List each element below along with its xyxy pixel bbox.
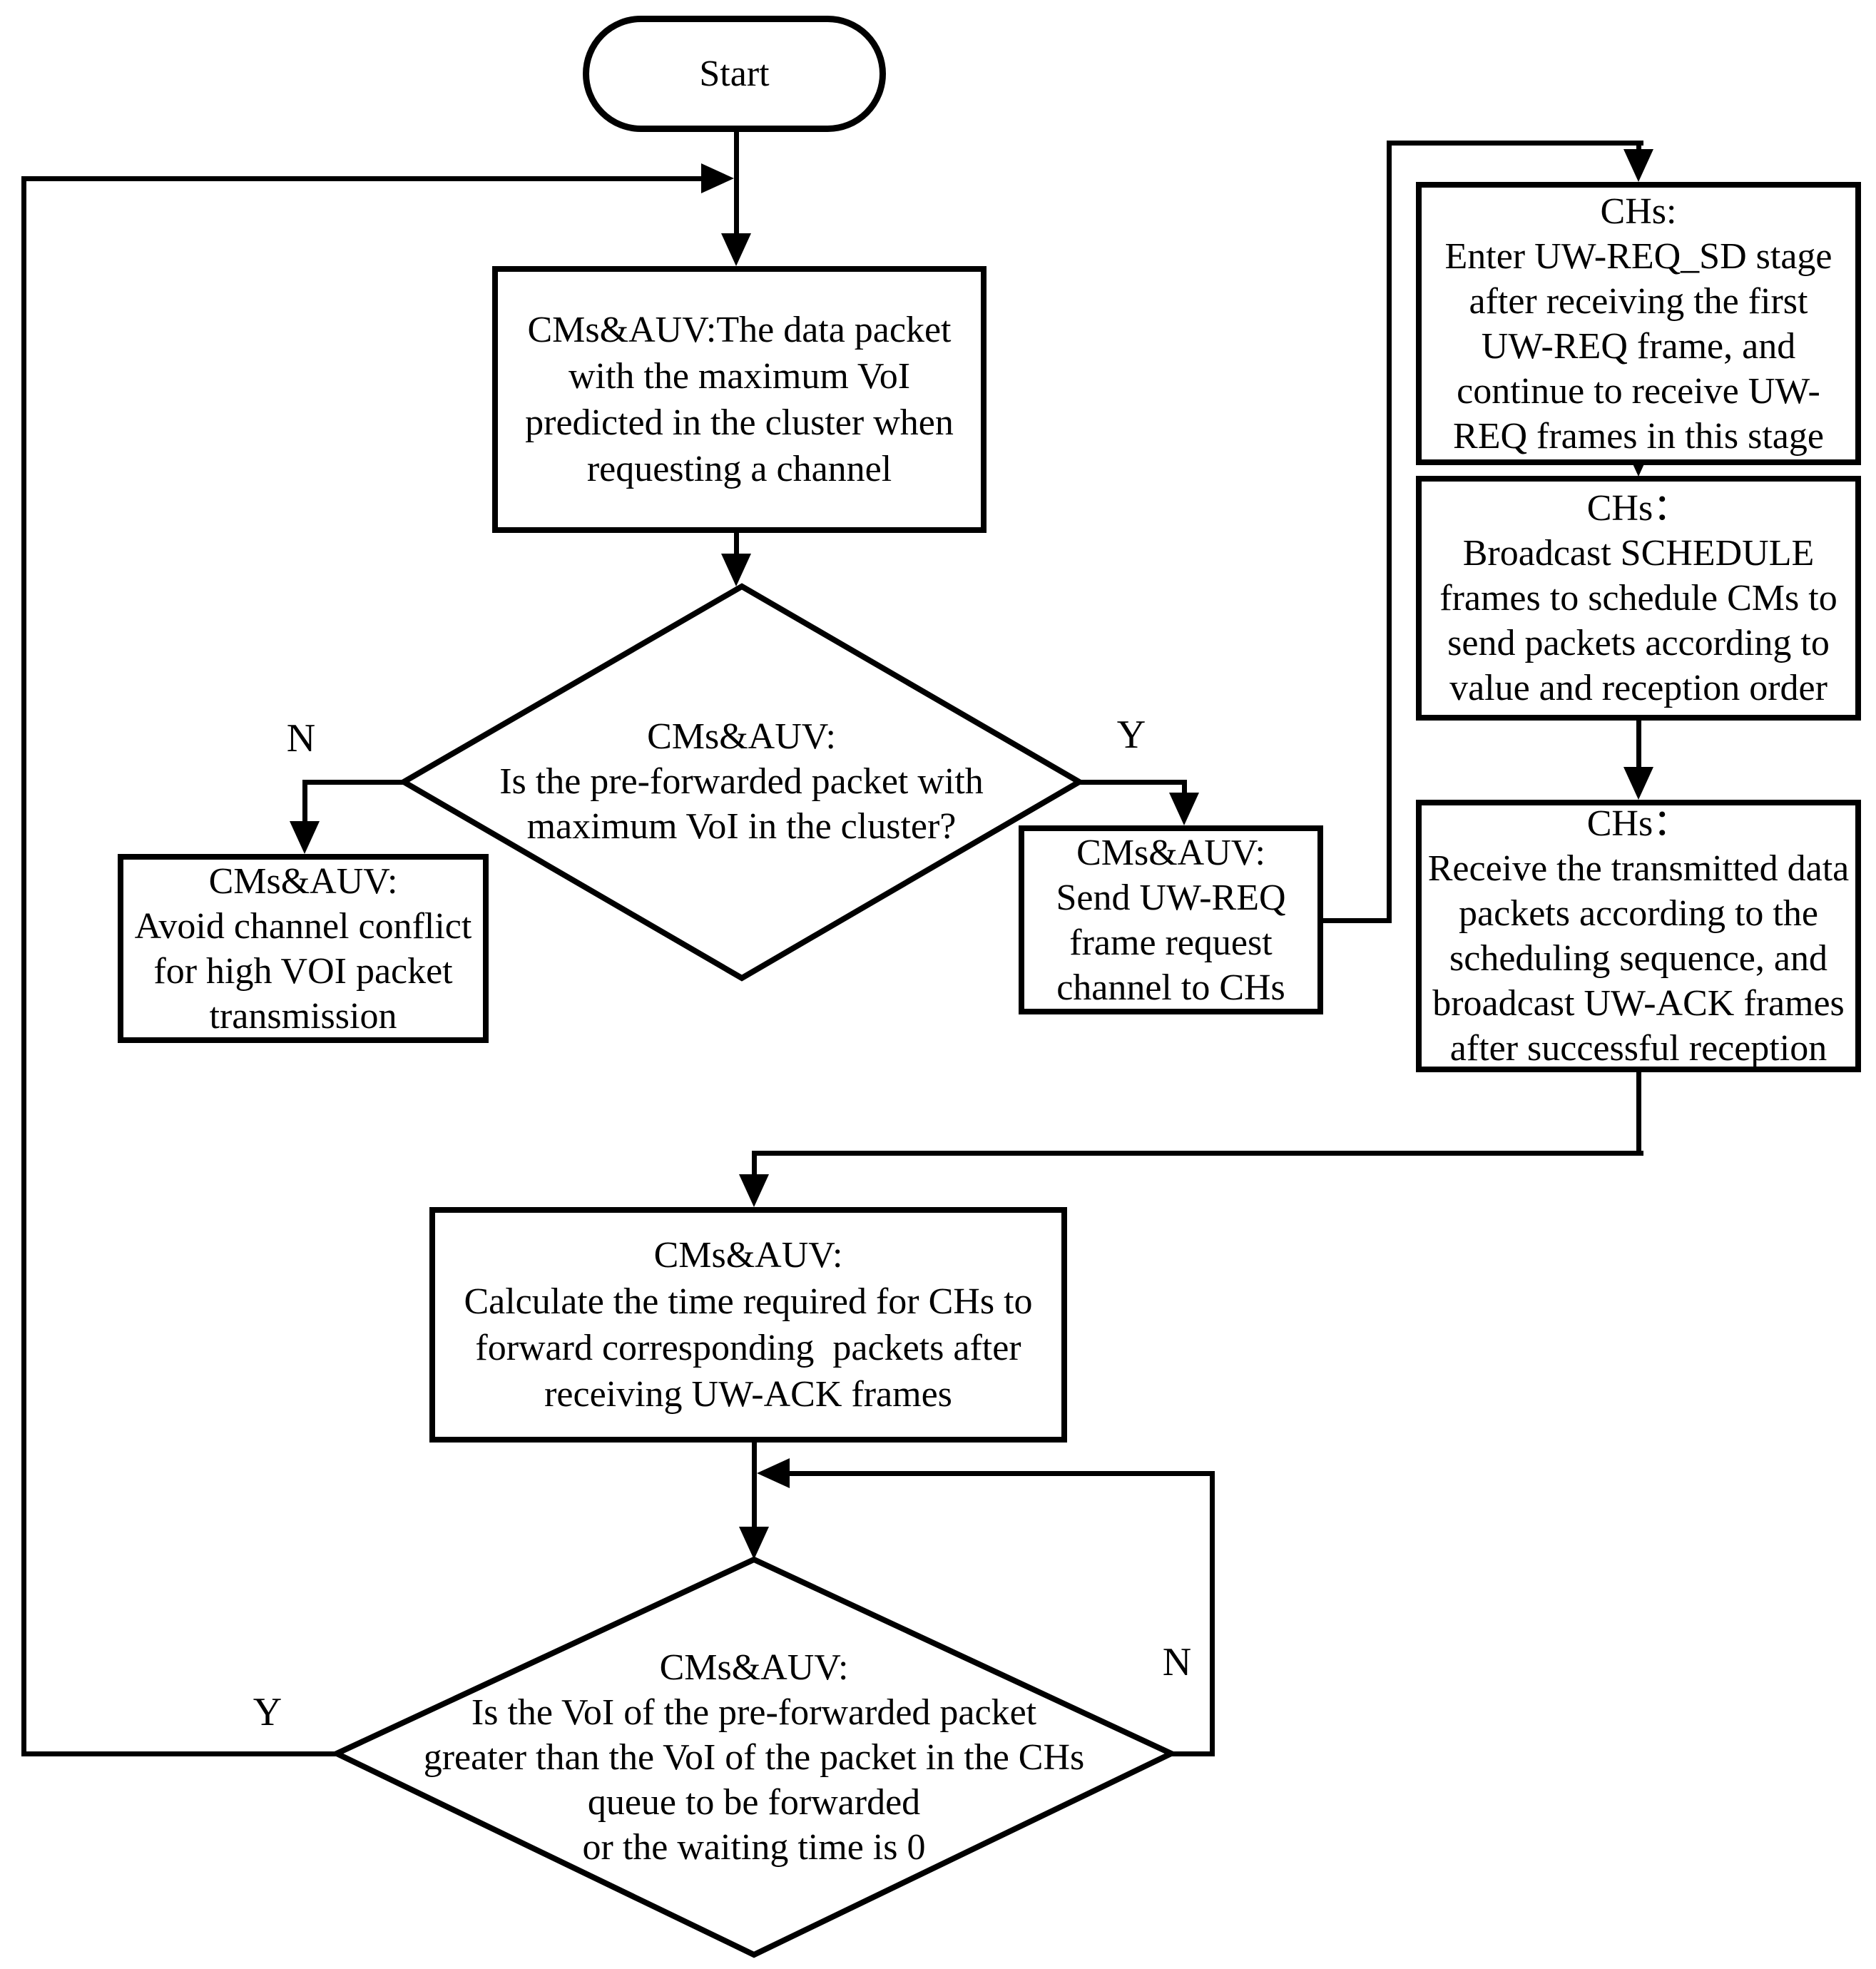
- process-chs-enter-stage: CHs: Enter UW-REQ_SD stage after receivi…: [1416, 182, 1861, 465]
- process-calculate-time: CMs&AUV: Calculate the time required for…: [429, 1207, 1067, 1443]
- process-chs-enter-line: continue to receive UW-: [1457, 370, 1820, 412]
- process-avoid-conflict-line: transmission: [209, 995, 397, 1037]
- connector-send-req-out: [1321, 918, 1389, 923]
- connector-right-column-top: [1387, 141, 1643, 146]
- label-y-decision1-text: Y: [1116, 713, 1146, 757]
- process-chs-broadcast-schedule: CHs： Broadcast SCHEDULE frames to schedu…: [1416, 476, 1861, 721]
- arrowhead-into-calculate: [739, 1174, 769, 1207]
- connector-right-column-up: [1387, 141, 1392, 923]
- process-chs-enter-line: UW-REQ frame, and: [1481, 325, 1796, 367]
- decision-voi-greater-line: greater than the VoI of the packet in th…: [423, 1736, 1085, 1778]
- connector-into-chs-enter-stub: [1636, 141, 1641, 153]
- label-n-decision2-text: N: [1162, 1640, 1192, 1684]
- process-send-uwreq-line: Send UW-REQ: [1056, 877, 1286, 918]
- process-chs-receive-line: packets according to the: [1459, 893, 1818, 934]
- start-label: Start: [699, 54, 770, 94]
- process-chs-broadcast-line: frames to schedule CMs to: [1439, 578, 1837, 619]
- process-chs-receive-line: broadcast UW-ACK frames: [1432, 983, 1845, 1024]
- process-calculate-time-line: forward corresponding packets after: [475, 1328, 1021, 1368]
- label-n-decision1: N: [272, 713, 330, 763]
- process-chs-broadcast-line: CHs：: [1586, 488, 1691, 529]
- connector-into-calculate-stub: [752, 1151, 757, 1179]
- connector-start-to-data-packet: [734, 132, 739, 236]
- process-calculate-time-line: CMs&AUV:: [653, 1235, 843, 1276]
- arrowhead-into-decision2: [739, 1527, 769, 1560]
- connector-n2-vertical: [1210, 1471, 1215, 1756]
- decision-voi-greater-line: CMs&AUV:: [659, 1647, 849, 1688]
- process-send-uwreq-line: frame request: [1069, 922, 1273, 963]
- process-chs-receive-packets: CHs： Receive the transmitted data packet…: [1416, 800, 1861, 1072]
- process-send-uwreq-line: channel to CHs: [1056, 967, 1285, 1008]
- process-calculate-time-line: Calculate the time required for CHs to: [464, 1281, 1033, 1322]
- arrowhead-into-decision1: [721, 554, 751, 586]
- arrowhead-n2-merge: [757, 1458, 790, 1488]
- process-data-packet-line: CMs&AUV:The data packet: [527, 310, 952, 350]
- decision-max-voi-line: maximum VoI in the cluster?: [526, 806, 957, 847]
- arrowhead-into-data-packet: [721, 233, 751, 266]
- label-n-decision2: N: [1148, 1637, 1205, 1687]
- label-y-decision2-text: Y: [253, 1690, 282, 1734]
- connector-n2-out: [1171, 1751, 1215, 1756]
- decision-voi-greater-text: CMs&AUV: Is the VoI of the pre-forwarded…: [330, 1552, 1178, 1962]
- connector-y1-vertical: [1182, 780, 1187, 798]
- connector-receive-left: [752, 1151, 1643, 1156]
- decision-max-voi-shape: [398, 583, 1085, 982]
- label-y-decision1: Y: [1103, 710, 1160, 760]
- process-chs-receive-line: after successful reception: [1449, 1028, 1827, 1069]
- decision-max-voi-line: CMs&AUV:: [647, 716, 836, 757]
- process-chs-broadcast-line: value and reception order: [1449, 668, 1827, 708]
- connector-calculate-to-decision2: [752, 1443, 757, 1530]
- process-chs-broadcast-line: send packets according to: [1447, 623, 1830, 663]
- process-chs-enter-line: CHs:: [1600, 190, 1677, 232]
- process-chs-receive-line: scheduling sequence, and: [1449, 938, 1827, 979]
- process-chs-broadcast-line: Broadcast SCHEDULE: [1462, 533, 1815, 574]
- label-n-decision1-text: N: [286, 716, 316, 760]
- connector-n2-horizontal: [790, 1471, 1215, 1476]
- process-avoid-conflict: CMs&AUV: Avoid channel conflict for high…: [118, 854, 489, 1043]
- label-y-decision2: Y: [239, 1687, 296, 1737]
- process-send-uwreq-line: CMs&AUV:: [1076, 832, 1265, 873]
- connector-broadcast-to-receive: [1636, 721, 1641, 768]
- process-data-packet-line: requesting a channel: [586, 449, 892, 489]
- decision-voi-greater-line: queue to be forwarded: [587, 1781, 921, 1823]
- process-chs-enter-line: Enter UW-REQ_SD stage: [1444, 235, 1832, 277]
- process-chs-receive-line: CHs：: [1586, 803, 1691, 844]
- process-send-uwreq: CMs&AUV: Send UW-REQ frame request chann…: [1019, 825, 1323, 1014]
- process-chs-enter-line: REQ frames in this stage: [1453, 415, 1824, 457]
- connector-yloop-left-vertical: [21, 176, 26, 1756]
- decision-voi-greater-line: or the waiting time is 0: [582, 1826, 926, 1868]
- process-avoid-conflict-line: for high VOI packet: [153, 950, 453, 992]
- connector-yloop-top: [24, 176, 701, 181]
- decision-voi-greater-shape: [330, 1556, 1178, 1958]
- process-chs-enter-line: after receiving the first: [1469, 280, 1808, 322]
- process-calculate-time-line: receiving UW-ACK frames: [544, 1374, 952, 1415]
- arrowhead-into-send-req: [1169, 793, 1199, 825]
- process-data-packet-line: with the maximum VoI: [568, 356, 911, 397]
- arrowhead-yloop-merge: [701, 163, 734, 193]
- decision-voi-greater: CMs&AUV: Is the VoI of the pre-forwarded…: [330, 1552, 1178, 1962]
- decision-max-voi-text: CMs&AUV: Is the pre-forwarded packet wit…: [397, 579, 1086, 984]
- arrowhead-into-chs-enter: [1623, 149, 1653, 182]
- process-data-packet: CMs&AUV:The data packet with the maximum…: [492, 266, 987, 533]
- arrowhead-into-avoid-conflict: [290, 821, 320, 854]
- connector-n1-vertical: [302, 780, 307, 825]
- connector-yloop-bottom: [24, 1751, 337, 1756]
- connector-y1-horizontal: [1077, 780, 1186, 785]
- arrowhead-into-chs-receive: [1623, 767, 1653, 800]
- process-avoid-conflict-line: Avoid channel conflict: [134, 905, 472, 947]
- start-terminator: Start: [583, 16, 886, 132]
- connector-receive-down: [1636, 1072, 1641, 1156]
- process-chs-receive-line: Receive the transmitted data: [1427, 848, 1850, 889]
- connector-n1-horizontal: [305, 780, 406, 785]
- process-avoid-conflict-line: CMs&AUV:: [208, 860, 398, 902]
- decision-max-voi: CMs&AUV: Is the pre-forwarded packet wit…: [397, 579, 1086, 984]
- decision-max-voi-line: Is the pre-forwarded packet with: [499, 761, 984, 802]
- decision-voi-greater-line: Is the VoI of the pre-forwarded packet: [471, 1691, 1037, 1733]
- process-data-packet-line: predicted in the cluster when: [525, 402, 954, 443]
- connector-data-packet-to-decision1: [734, 533, 739, 558]
